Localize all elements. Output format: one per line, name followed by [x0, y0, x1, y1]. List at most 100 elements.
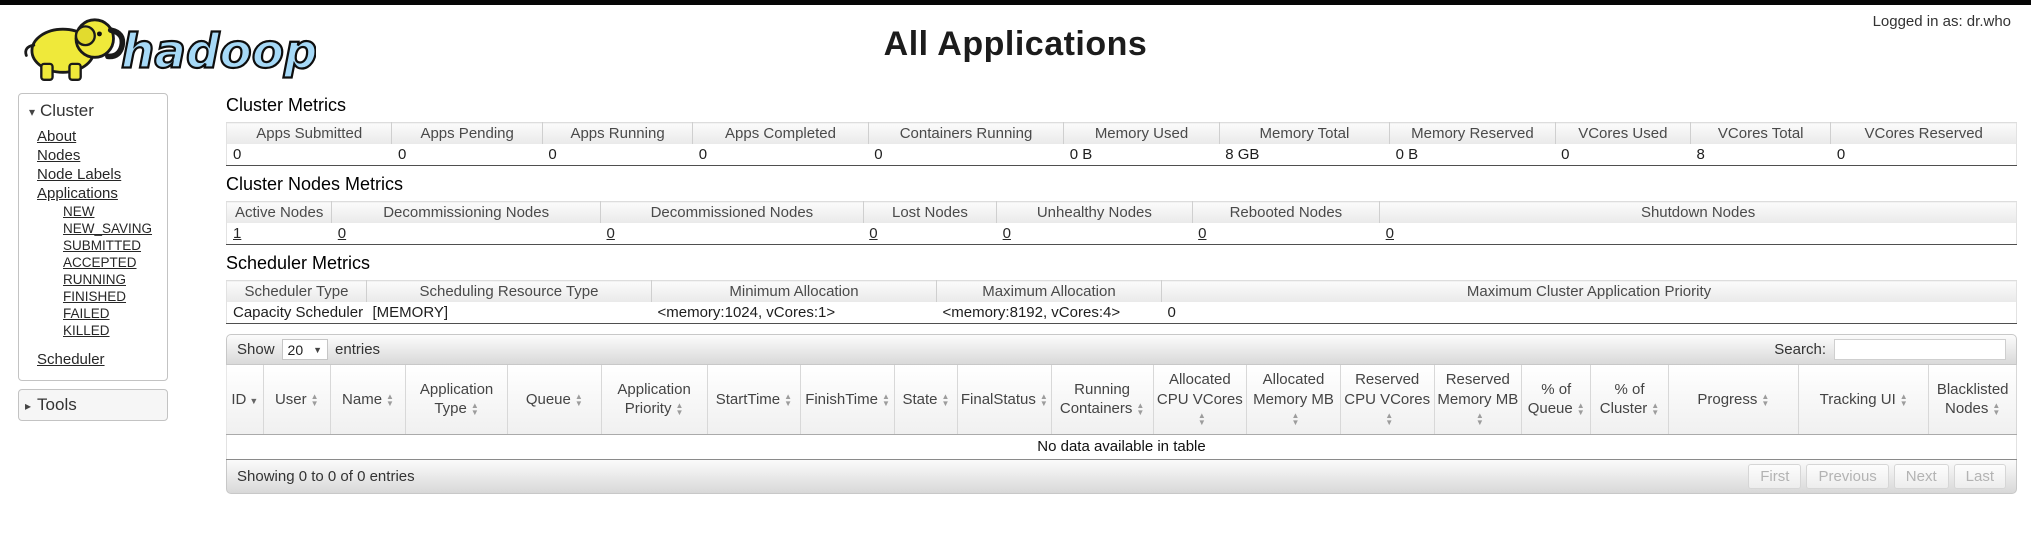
pagination-last-button[interactable]: Last [1954, 464, 2006, 489]
sort-both-icon: ▲▼ [386, 393, 394, 407]
metric-link-decommissioned-nodes[interactable]: 0 [607, 225, 615, 242]
sidebar-item-state-killed[interactable]: KILLED [63, 323, 110, 338]
sidebar-item-state-new-saving[interactable]: NEW_SAVING [63, 221, 152, 236]
metric-link-decommissioning-nodes[interactable]: 0 [338, 225, 346, 242]
cluster-section-header[interactable]: ▾Cluster [23, 99, 163, 127]
metric-value-apps-pending: 0 [392, 144, 542, 166]
col-header-memory-total: Memory Total [1219, 123, 1389, 145]
logged-in-as: Logged in as: dr.who [1873, 13, 2011, 30]
sort-both-icon: ▲▼ [1761, 393, 1769, 407]
page-header: hadoop All Applications Logged in as: dr… [0, 5, 2031, 87]
metric-link-shutdown-nodes[interactable]: 0 [1386, 225, 1394, 242]
col-header-allocated-cpu-vcores[interactable]: Allocated CPU VCores▲▼ [1153, 365, 1247, 434]
sort-both-icon: ▲▼ [1198, 412, 1206, 426]
sort-both-icon: ▲▼ [784, 393, 792, 407]
col-header-of-queue[interactable]: % of Queue▲▼ [1522, 365, 1591, 434]
sidebar-item-state-failed[interactable]: FAILED [63, 306, 110, 321]
sort-both-icon: ▲▼ [471, 402, 479, 416]
metric-link-rebooted-nodes[interactable]: 0 [1198, 225, 1206, 242]
column-label: Allocated Memory MB [1253, 371, 1334, 408]
col-header-minimum-allocation: Minimum Allocation [652, 281, 937, 303]
sort-down-glyph: ▼ [1900, 400, 1908, 407]
sidebar-list-item: FINISHED [63, 288, 163, 305]
col-header-application-type[interactable]: Application Type▲▼ [406, 365, 508, 434]
metric-value-scheduler-type: Capacity Scheduler [227, 302, 367, 324]
metrics-value-row: 000000 B8 GB0 B080 [227, 144, 2017, 166]
sort-down-glyph: ▼ [1577, 409, 1585, 416]
metric-link-lost-nodes[interactable]: 0 [869, 225, 877, 242]
sort-down-glyph: ▼ [784, 400, 792, 407]
col-header-reserved-cpu-vcores[interactable]: Reserved CPU VCores▲▼ [1340, 365, 1434, 434]
sort-both-icon: ▲▼ [942, 393, 950, 407]
metric-value-lost-nodes: 0 [863, 223, 996, 245]
metric-value-memory-total: 8 GB [1219, 144, 1389, 166]
metric-value-containers-running: 0 [868, 144, 1064, 166]
sort-both-icon: ▲▼ [675, 402, 683, 416]
col-header-memory-used: Memory Used [1064, 123, 1219, 145]
col-header-name[interactable]: Name▲▼ [330, 365, 405, 434]
sidebar-list-item: FAILED [63, 305, 163, 322]
col-header-vcores-reserved: VCores Reserved [1831, 123, 2017, 145]
collapse-triangle-icon: ▾ [29, 105, 35, 119]
col-header-user[interactable]: User▲▼ [263, 365, 330, 434]
sidebar-item-state-accepted[interactable]: ACCEPTED [63, 255, 137, 270]
pagination: FirstPreviousNextLast [1748, 464, 2006, 489]
column-label: ID [231, 391, 246, 408]
col-header-apps-submitted: Apps Submitted [227, 123, 392, 145]
sidebar-item-node-labels[interactable]: Node Labels [37, 166, 121, 183]
page-size-select[interactable]: 20 ▼ [282, 339, 329, 360]
col-header-tracking-ui[interactable]: Tracking UI▲▼ [1799, 365, 1929, 434]
col-header-active-nodes: Active Nodes [227, 202, 332, 224]
col-header-of-cluster[interactable]: % of Cluster▲▼ [1591, 365, 1668, 434]
col-header-running-containers[interactable]: Running Containers▲▼ [1051, 365, 1153, 434]
sidebar-item-state-submitted[interactable]: SUBMITTED [63, 238, 141, 253]
metrics-value-row: Capacity Scheduler[MEMORY]<memory:1024, … [227, 302, 2017, 324]
sidebar-item-state-finished[interactable]: FINISHED [63, 289, 126, 304]
sidebar-list-item: KILLED [63, 322, 163, 339]
sort-both-icon: ▲▼ [1900, 393, 1908, 407]
sort-down-glyph: ▼ [1761, 400, 1769, 407]
apps-table-toolbar: Show 20 ▼ entries Search: [226, 334, 2017, 365]
col-header-id[interactable]: ID▼ [227, 365, 264, 434]
sidebar-item-about[interactable]: About [37, 128, 76, 145]
col-header-state[interactable]: State▲▼ [894, 365, 957, 434]
col-header-progress[interactable]: Progress▲▼ [1668, 365, 1798, 434]
sort-down-glyph: ▼ [1136, 409, 1144, 416]
sort-desc-icon: ▼ [249, 396, 258, 406]
sidebar-list-item: ACCEPTED [63, 254, 163, 271]
col-header-reserved-memory-mb[interactable]: Reserved Memory MB▲▼ [1434, 365, 1522, 434]
sidebar-list-item: Node Labels [37, 165, 163, 184]
col-header-apps-pending: Apps Pending [392, 123, 542, 145]
col-header-finalstatus[interactable]: FinalStatus▲▼ [958, 365, 1052, 434]
cluster-metrics-heading: Cluster Metrics [226, 95, 2017, 116]
col-header-vcores-used: VCores Used [1555, 123, 1690, 145]
sidebar-list-item: RUNNING [63, 271, 163, 288]
column-label: Reserved CPU VCores [1344, 371, 1430, 408]
metric-link-unhealthy-nodes[interactable]: 0 [1003, 225, 1011, 242]
tools-section-header[interactable]: ▸Tools [18, 389, 168, 421]
column-label: StartTime [716, 391, 780, 408]
sidebar-item-applications[interactable]: Applications [37, 185, 118, 202]
search-input[interactable] [1834, 339, 2006, 360]
col-header-application-priority[interactable]: Application Priority▲▼ [601, 365, 707, 434]
sidebar-list-item: NEW_SAVING [63, 220, 163, 237]
pagination-next-button[interactable]: Next [1894, 464, 1949, 489]
search-label: Search: [1774, 341, 1826, 358]
pagination-previous-button[interactable]: Previous [1806, 464, 1888, 489]
col-header-queue[interactable]: Queue▲▼ [507, 365, 601, 434]
sort-both-icon: ▲▼ [575, 393, 583, 407]
sidebar-list-item: Nodes [37, 146, 163, 165]
col-header-finishtime[interactable]: FinishTime▲▼ [801, 365, 895, 434]
col-header-starttime[interactable]: StartTime ▲▼ [707, 365, 801, 434]
sidebar-list-item: NEW [63, 203, 163, 220]
metric-link-active-nodes[interactable]: 1 [233, 225, 241, 242]
col-header-blacklisted-nodes[interactable]: Blacklisted Nodes▲▼ [1929, 365, 2017, 434]
col-header-allocated-memory-mb[interactable]: Allocated Memory MB▲▼ [1247, 365, 1341, 434]
sidebar-item-state-running[interactable]: RUNNING [63, 272, 126, 287]
sidebar-list-item: About [37, 127, 163, 146]
pagination-first-button[interactable]: First [1748, 464, 1801, 489]
sidebar-item-state-new[interactable]: NEW [63, 204, 95, 219]
sidebar-item-nodes[interactable]: Nodes [37, 147, 80, 164]
sidebar-item-scheduler[interactable]: Scheduler [37, 351, 105, 368]
sort-both-icon: ▲▼ [1476, 412, 1484, 426]
